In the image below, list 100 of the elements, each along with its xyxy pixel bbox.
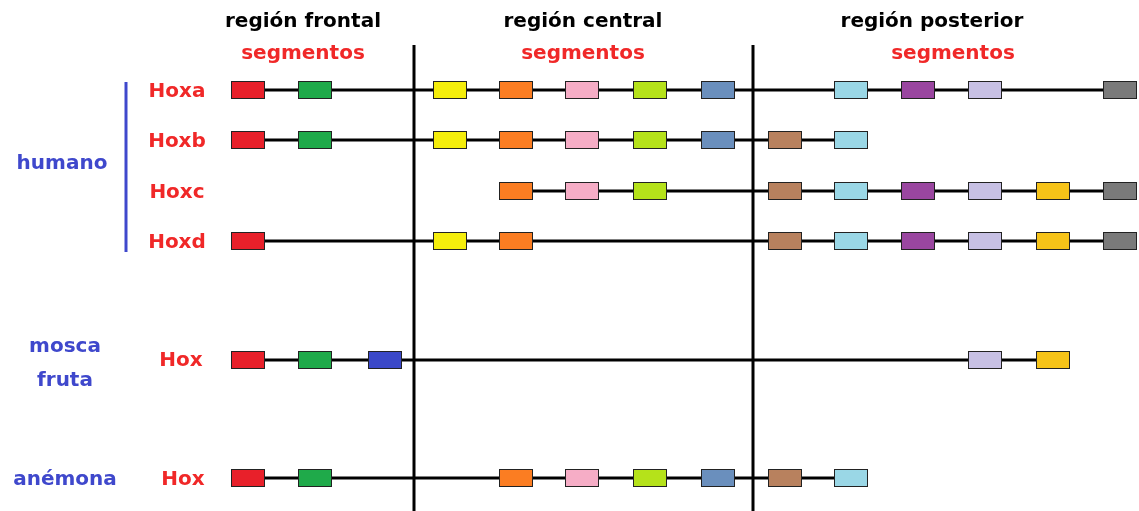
chromosome-line	[533, 239, 768, 243]
gene-box	[633, 131, 667, 149]
chromosome-line	[265, 138, 298, 142]
gene-box	[768, 131, 802, 149]
chromosome-line	[599, 138, 633, 142]
gene-box	[433, 131, 467, 149]
gene-box	[968, 351, 1002, 369]
gene-box	[368, 351, 402, 369]
row-label: Hoxb	[147, 128, 207, 152]
chromosome-line	[1002, 239, 1036, 243]
chromosome-line	[1002, 358, 1036, 362]
gene-box	[433, 81, 467, 99]
chromosome-line	[735, 88, 834, 92]
chromosome-line	[868, 239, 901, 243]
gene-box	[499, 232, 533, 250]
row-label: Hoxc	[148, 179, 206, 203]
chromosome-line	[599, 476, 633, 480]
chromosome-line	[332, 138, 433, 142]
chromosome-line	[802, 138, 834, 142]
chromosome-line	[402, 358, 968, 362]
chromosome-line	[332, 88, 433, 92]
gene-box	[298, 351, 332, 369]
gene-box	[298, 131, 332, 149]
chromosome-line	[1070, 189, 1103, 193]
chromosome-line	[802, 239, 834, 243]
gene-box	[633, 469, 667, 487]
row-label: Hoxa	[147, 78, 207, 102]
gene-box	[968, 232, 1002, 250]
row-label: Hox	[160, 466, 206, 490]
chromosome-line	[533, 138, 565, 142]
chromosome-line	[667, 88, 701, 92]
chromosome-line	[533, 88, 565, 92]
chromosome-line	[667, 189, 768, 193]
gene-box	[701, 469, 735, 487]
gene-box	[1036, 232, 1070, 250]
gene-box	[298, 469, 332, 487]
gene-box	[499, 131, 533, 149]
chromosome-line	[533, 189, 565, 193]
chromosome-line	[735, 138, 768, 142]
gene-box	[633, 182, 667, 200]
segment-heading: segmentos	[240, 40, 366, 64]
chromosome-line	[265, 358, 298, 362]
gene-box	[231, 81, 265, 99]
chromosome-line	[265, 88, 298, 92]
chromosome-line	[667, 138, 701, 142]
gene-box	[1036, 351, 1070, 369]
gene-box	[701, 131, 735, 149]
gene-box	[768, 182, 802, 200]
chromosome-line	[735, 476, 768, 480]
gene-box	[565, 469, 599, 487]
chromosome-line	[868, 189, 901, 193]
row-label: mosca fruta	[28, 332, 102, 393]
gene-box	[565, 81, 599, 99]
segment-heading: segmentos	[520, 40, 646, 64]
gene-box	[433, 232, 467, 250]
chromosome-line	[599, 189, 633, 193]
gene-box	[968, 81, 1002, 99]
region-heading: región frontal	[224, 8, 382, 32]
chromosome-line	[1002, 189, 1036, 193]
chromosome-line	[533, 476, 565, 480]
gene-box	[1103, 81, 1137, 99]
gene-box	[1036, 182, 1070, 200]
gene-box	[231, 351, 265, 369]
segment-heading: segmentos	[890, 40, 1016, 64]
chromosome-line	[467, 138, 499, 142]
gene-box	[499, 469, 533, 487]
gene-box	[901, 81, 935, 99]
region-heading: región central	[502, 8, 664, 32]
chromosome-line	[265, 239, 433, 243]
chromosome-line	[868, 88, 901, 92]
gene-box	[834, 131, 868, 149]
gene-box	[834, 232, 868, 250]
row-label: humano	[15, 150, 109, 174]
gene-box	[834, 182, 868, 200]
region-heading: región posterior	[839, 8, 1025, 32]
gene-box	[499, 182, 533, 200]
chromosome-line	[265, 476, 298, 480]
gene-box	[298, 81, 332, 99]
gene-box	[231, 131, 265, 149]
gene-box	[565, 131, 599, 149]
gene-box	[834, 81, 868, 99]
gene-box	[701, 81, 735, 99]
chromosome-line	[467, 88, 499, 92]
chromosome-line	[935, 189, 968, 193]
chromosome-line	[467, 239, 499, 243]
chromosome-line	[1070, 239, 1103, 243]
gene-box	[968, 182, 1002, 200]
chromosome-line	[802, 189, 834, 193]
chromosome-line	[332, 476, 499, 480]
gene-box	[565, 182, 599, 200]
gene-box	[768, 232, 802, 250]
chromosome-line	[332, 358, 368, 362]
gene-box	[1103, 232, 1137, 250]
chromosome-line	[935, 239, 968, 243]
row-label: anémona	[12, 466, 118, 490]
gene-box	[499, 81, 533, 99]
chromosome-line	[599, 88, 633, 92]
gene-box	[231, 232, 265, 250]
gene-box	[231, 469, 265, 487]
gene-box	[1103, 182, 1137, 200]
